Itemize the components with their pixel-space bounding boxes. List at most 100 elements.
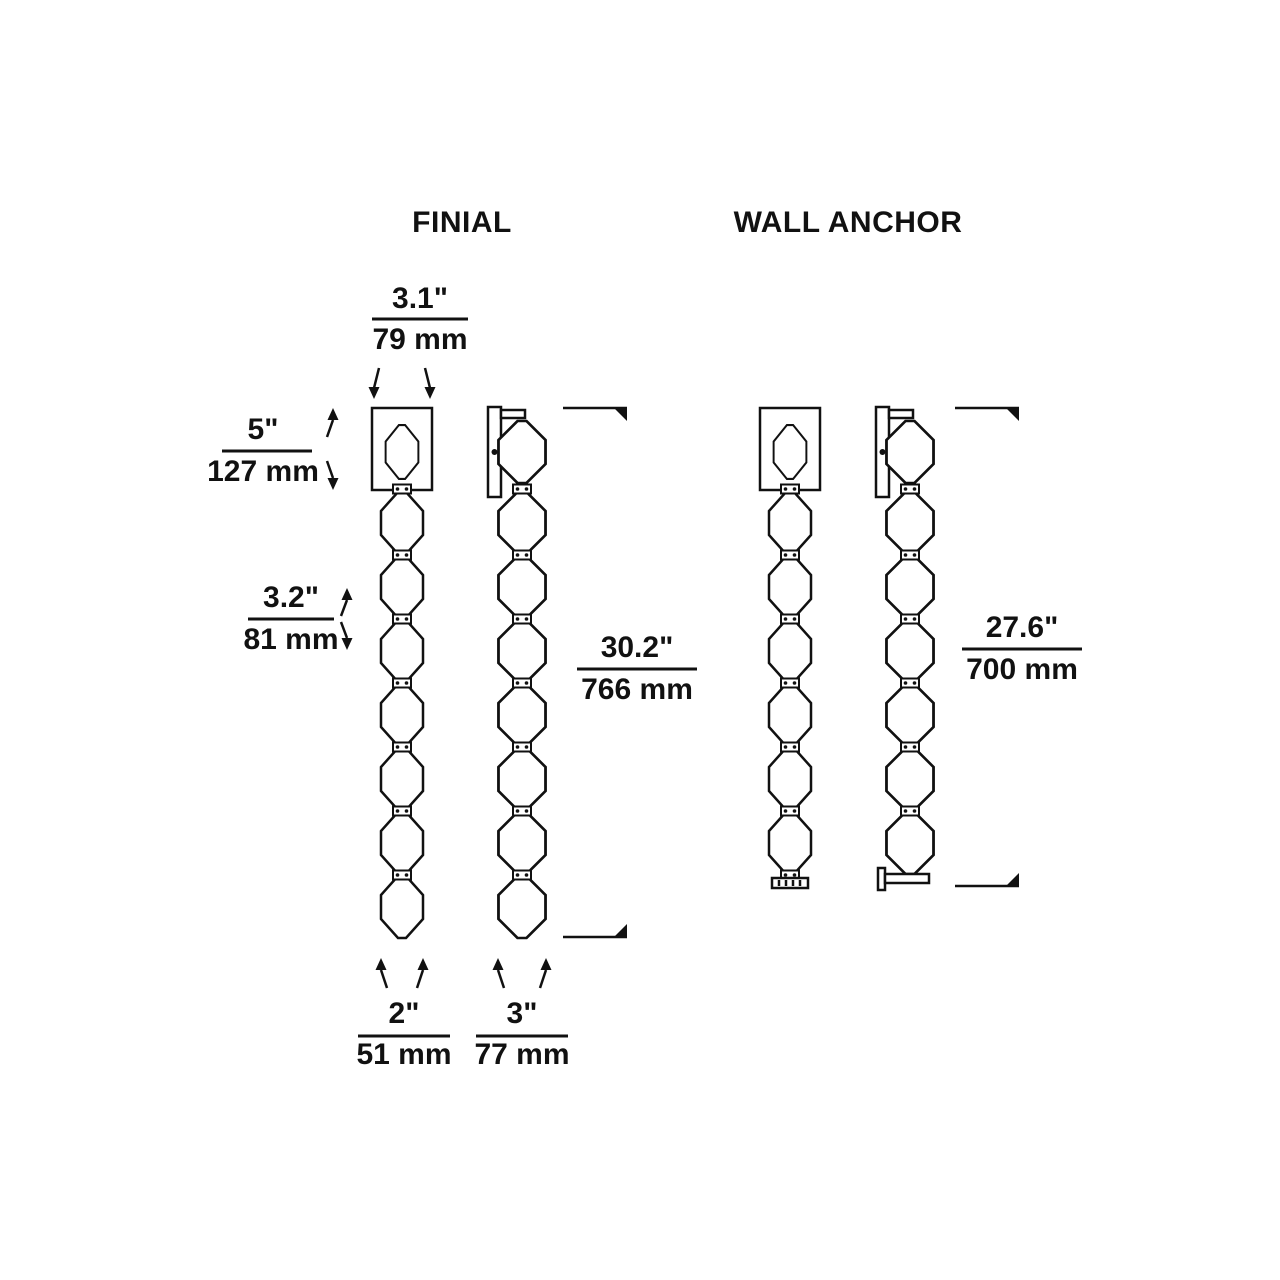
dim-backplate-width: 3.1" 79 mm [368,282,468,399]
dim-link-height: 3.2" 81 mm [243,581,353,656]
dim-chain-depth: 3" 77 mm [474,958,570,1071]
finial-front-view [370,406,434,940]
wall-anchor-foot-side [876,866,931,892]
chain-link [392,741,412,753]
chain-link [780,805,800,817]
dim-arrow [540,958,552,970]
chain-link [512,613,532,625]
chain-bead [497,746,547,812]
dim-link-height-in: 3.2" [263,581,319,614]
screw-icon [491,449,498,455]
chain-bead [885,618,935,684]
dim-arrow [417,958,429,970]
wall-anchor-front-view [758,406,822,890]
chain-link [392,549,412,561]
chain-bead [767,490,813,556]
chain-bead [885,682,935,748]
dim-finial-overall-mm: 766 mm [581,673,693,706]
wall-anchor-title: WALL ANCHOR [734,206,963,239]
chain-bead [379,490,425,556]
dim-backplate-height: 5" 127 mm [207,408,339,490]
chain-link [900,741,920,753]
chain-link [392,483,412,495]
chain-bead [767,746,813,812]
chain-link [780,549,800,561]
chain-link [900,549,920,561]
chain-link [900,677,920,689]
chain-bead [497,618,547,684]
chain-bead [379,746,425,812]
chain-bead [497,810,547,876]
dim-backplate-height-mm: 127 mm [207,455,319,488]
finial-title: FINIAL [412,206,512,239]
chain-link [512,741,532,753]
dim-wall-anchor-overall-mm: 700 mm [966,653,1078,686]
finial-front-chain [379,423,425,940]
dim-chain-width-in: 2" [389,997,420,1030]
chain-link [392,613,412,625]
wall-anchor-front-chain [767,423,813,881]
dim-arrow [368,387,380,399]
chain-bead [767,682,813,748]
dim-chain-width-mm: 51 mm [356,1038,451,1071]
chain-bead [497,490,547,556]
chain-bead [379,874,425,940]
dim-backplate-width-mm: 79 mm [372,323,467,356]
chain-bead [379,554,425,620]
chain-bead [885,490,935,556]
dim-tick [1005,407,1019,421]
finial-side-view [486,405,547,940]
mount-arm [887,408,915,420]
screw-icon [879,449,886,455]
wall-anchor-side-view [874,405,935,892]
dim-arrow [341,588,353,600]
dim-tick [613,407,627,421]
dim-wall-anchor-overall: 27.6" 700 mm [955,406,1082,888]
wall-anchor-side-chain [885,419,935,876]
dim-tick [1005,873,1019,887]
chain-bead [885,746,935,812]
chain-bead [497,874,547,940]
chain-bead [772,423,808,481]
chain-link [780,613,800,625]
dim-chain-width: 2" 51 mm [356,958,452,1071]
chain-link [900,613,920,625]
chain-bead [497,682,547,748]
dim-finial-overall-in: 30.2" [601,631,674,664]
chain-link [512,805,532,817]
dim-chain-depth-mm: 77 mm [474,1038,569,1071]
dim-arrow [424,387,436,399]
chain-bead [885,810,935,876]
dim-arrow [341,638,353,650]
mount-arm [499,408,527,420]
chain-bead [379,618,425,684]
chain-link [392,869,412,881]
dim-chain-depth-in: 3" [507,997,538,1030]
chain-link [780,677,800,689]
chain-link [392,805,412,817]
chain-link [780,741,800,753]
chain-link [512,677,532,689]
finial-side-chain [497,419,547,940]
chain-bead [497,419,547,485]
chain-bead [384,423,420,481]
chain-bead [885,419,935,485]
dim-link-height-mm: 81 mm [243,623,338,656]
dim-backplate-height-in: 5" [248,413,279,446]
chain-link [512,869,532,881]
wall-anchor-foot-front [770,876,810,890]
chain-bead [767,810,813,876]
chain-link [900,805,920,817]
dim-tick [613,924,627,938]
chain-link [512,549,532,561]
dim-arrow [375,958,387,970]
chain-bead [767,618,813,684]
dim-backplate-width-in: 3.1" [392,282,448,315]
chain-bead [379,810,425,876]
chain-bead [497,554,547,620]
chain-link [780,483,800,495]
chain-bead [767,554,813,620]
chain-link [512,483,532,495]
